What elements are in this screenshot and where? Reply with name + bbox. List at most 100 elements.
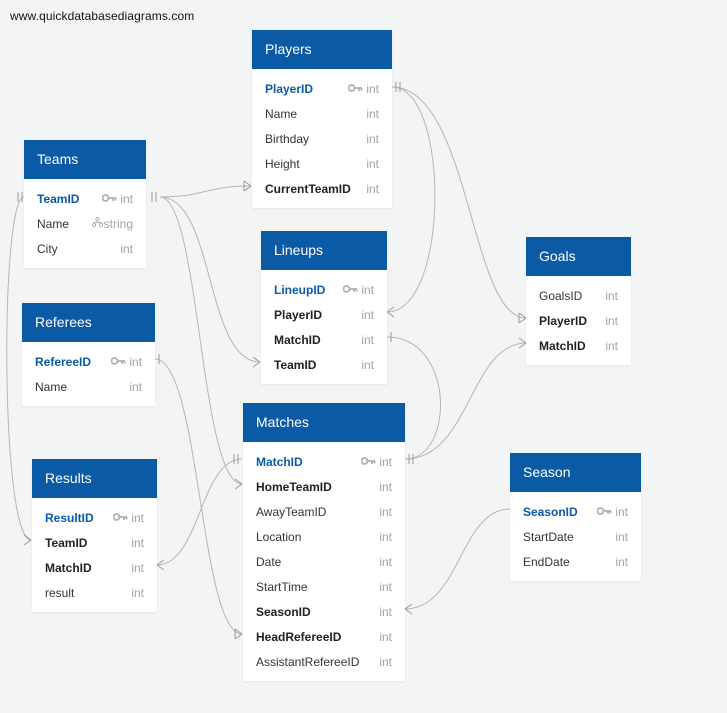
field-type-label: int — [366, 132, 379, 146]
table-title[interactable]: Players — [252, 30, 392, 69]
field-row[interactable]: AwayTeamID int — [243, 500, 405, 525]
primary-key-icon — [342, 277, 358, 302]
field-name: City — [37, 242, 58, 256]
field-type-label: string — [103, 217, 133, 231]
field-type: int — [366, 127, 379, 152]
field-type: int — [131, 531, 144, 556]
field-type: int — [379, 525, 392, 550]
field-type-label: int — [131, 586, 144, 600]
table-title[interactable]: Results — [32, 459, 157, 498]
field-name: TeamID — [45, 536, 88, 550]
field-row[interactable]: StartDate int — [510, 525, 641, 550]
table-title[interactable]: Lineups — [261, 231, 387, 270]
link-players-goals — [391, 86, 527, 319]
field-type: int — [361, 328, 374, 353]
field-name: ResultID — [45, 511, 94, 525]
field-row[interactable]: ResultID int — [32, 506, 157, 531]
field-type-label: int — [129, 380, 142, 394]
field-name: PlayerID — [539, 314, 588, 328]
field-type: int — [120, 237, 133, 262]
field-name: MatchID — [256, 455, 303, 469]
field-row[interactable]: MatchID int — [243, 450, 405, 475]
field-type: string — [91, 211, 133, 237]
field-type: int — [361, 303, 374, 328]
field-type: int — [379, 475, 392, 500]
site-url: www.quickdatabasediagrams.com — [10, 9, 195, 23]
table-title[interactable]: Season — [510, 453, 641, 492]
primary-key-icon — [596, 499, 612, 524]
table-title[interactable]: Teams — [24, 140, 146, 179]
field-type-label: int — [379, 630, 392, 644]
field-name: result — [45, 586, 75, 600]
field-name: MatchID — [539, 339, 586, 353]
field-row[interactable]: Birthday int — [252, 127, 392, 152]
field-name: EndDate — [523, 555, 570, 569]
link-matches-lineups — [386, 336, 441, 460]
field-name: AwayTeamID — [256, 505, 327, 519]
field-type-label: int — [379, 480, 392, 494]
field-row[interactable]: City int — [24, 237, 146, 262]
field-row[interactable]: Name string — [24, 212, 146, 237]
field-type: int — [110, 350, 142, 375]
table-title[interactable]: Referees — [22, 303, 155, 342]
table-title[interactable]: Goals — [526, 237, 631, 276]
index-icon — [91, 211, 103, 236]
field-name: LineupID — [274, 283, 326, 297]
field-type: int — [347, 77, 379, 102]
field-type: int — [379, 500, 392, 525]
field-type: int — [360, 450, 392, 475]
field-name: StartDate — [523, 530, 574, 544]
table-title[interactable]: Matches — [243, 403, 405, 442]
field-row[interactable]: result int — [32, 581, 157, 606]
link-teams-lineups — [159, 196, 261, 363]
field-name: Birthday — [265, 132, 310, 146]
field-name: AssistantRefereeID — [256, 655, 360, 669]
field-type-label: int — [366, 82, 379, 96]
field-row[interactable]: TeamID int — [32, 531, 157, 556]
field-type-label: int — [379, 605, 392, 619]
field-type-label: int — [605, 289, 618, 303]
field-type-label: int — [361, 333, 374, 347]
field-name: Name — [37, 217, 70, 231]
field-name: Height — [265, 157, 300, 171]
field-type: int — [615, 525, 628, 550]
field-type: int — [379, 575, 392, 600]
field-type-label: int — [131, 511, 144, 525]
